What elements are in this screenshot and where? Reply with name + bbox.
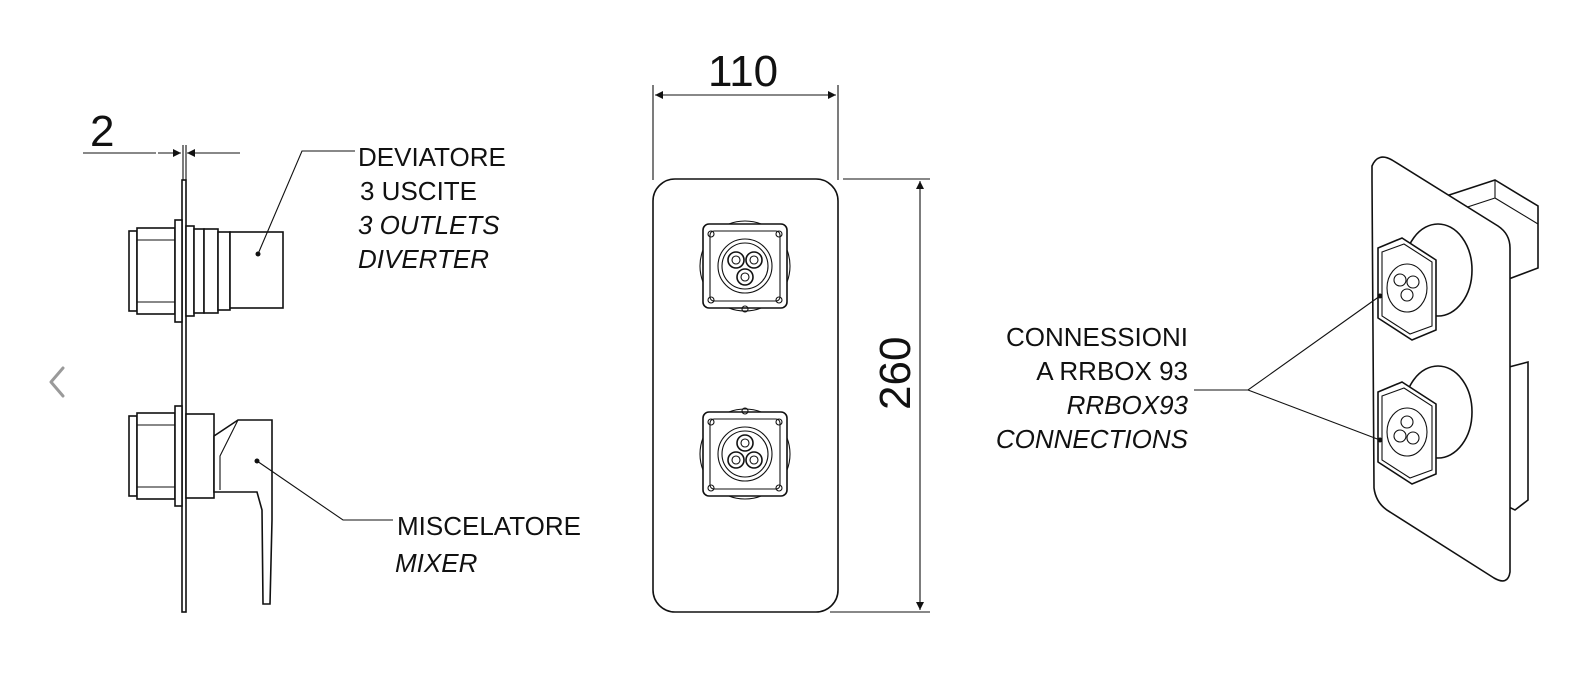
diverter-label-line4: DIVERTER (358, 244, 489, 274)
front-plate (652, 178, 839, 613)
iso-lower-connection (1377, 365, 1473, 485)
connections-label-line1: CONNESSIONI (1006, 322, 1188, 352)
iso-upper-connection (1377, 223, 1473, 341)
height-dim-value: 260 (871, 337, 920, 410)
width-dim-value: 110 (708, 47, 778, 96)
diverter-label: DEVIATORE 3 USCITE 3 OUTLETS DIVERTER (358, 142, 506, 274)
diverter-label-line2: 3 USCITE (360, 176, 477, 206)
connections-label-line4: CONNECTIONS (996, 424, 1189, 454)
mixer-label-line2: MIXER (395, 548, 477, 578)
front-diverter-cartridge (699, 220, 791, 313)
connections-label-line2: A RRBOX 93 (1036, 356, 1188, 386)
previous-button[interactable] (40, 360, 74, 404)
diverter-side (128, 150, 355, 323)
front-view: 110 260 (652, 47, 930, 613)
side-view: 2 (83, 107, 581, 613)
height-dimension: 260 (830, 178, 930, 613)
chevron-left-icon (49, 366, 65, 398)
side-plate (181, 179, 187, 613)
connections-label-line3: RRBOX93 (1067, 390, 1189, 420)
connections-label: CONNESSIONI A RRBOX 93 RRBOX93 CONNECTIO… (996, 322, 1189, 454)
mixer-side (128, 405, 393, 605)
mixer-label: MISCELATORE MIXER (395, 511, 581, 578)
width-dimension: 110 (652, 47, 839, 180)
thickness-dimension: 2 (83, 107, 240, 180)
thickness-dim-value: 2 (90, 107, 114, 156)
diverter-label-line3: 3 OUTLETS (358, 210, 500, 240)
iso-view: CONNESSIONI A RRBOX 93 RRBOX93 CONNECTIO… (996, 156, 1539, 582)
diverter-label-line1: DEVIATORE (358, 142, 506, 172)
front-mixer-cartridge (699, 407, 791, 500)
mixer-label-line1: MISCELATORE (397, 511, 581, 541)
